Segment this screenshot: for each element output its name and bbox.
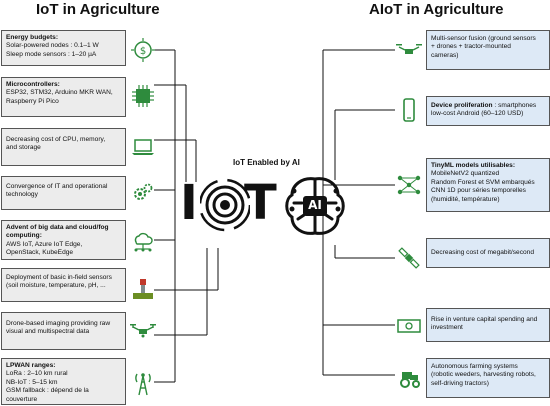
box-title: Device proliferation	[431, 102, 493, 109]
box-title: Advent of big data and cloud/fog computi…	[6, 224, 109, 240]
radio-tower-icon	[135, 373, 151, 396]
iot-logo-text: I	[180, 175, 226, 231]
box-text: : smartphones low-cost Android (60–120 U…	[431, 102, 537, 118]
box-microcontrollers: Microcontrollers: ESP32, STM32, Arduino …	[1, 77, 126, 117]
box-title: LPWAN ranges	[6, 362, 54, 369]
iot-logo-t: T	[244, 175, 277, 231]
box-text: AWS IoT, Azure IoT Edge, OpenStack, Kube…	[6, 240, 83, 257]
satellite-icon	[398, 247, 420, 269]
iot-logo: I T	[180, 175, 277, 235]
box-device-proliferation: Device proliferation : smartphones low-c…	[426, 96, 550, 126]
box-tinyml-models: TinyML models utilisables: MobileNetV2 q…	[426, 158, 550, 212]
box-text: Drone-based imaging providing raw visual…	[6, 320, 111, 336]
gears-icon	[134, 183, 153, 200]
money-icon	[397, 319, 421, 333]
right-title: AIoT in Agriculture	[369, 1, 504, 18]
ai-logo-text: AI	[308, 198, 322, 212]
box-text: Multi-sensor fusion (ground sensors + dr…	[431, 35, 536, 59]
field-sensor-icon	[133, 279, 153, 299]
box-text: Deployment of basic in-field sensors (so…	[6, 274, 112, 290]
box-it-ot-convergence: Convergence of IT and operational techno…	[1, 176, 126, 210]
center-label: IoT Enabled by AI	[233, 158, 300, 167]
box-lpwan-ranges: LPWAN ranges: LoRa : 2–10 km rural NB-Io…	[1, 358, 126, 405]
box-autonomous-farming: Autonomous farming systems (robotic weed…	[426, 358, 550, 398]
box-text: Autonomous farming systems (robotic weed…	[431, 363, 536, 387]
wifi-circle-icon	[200, 178, 250, 232]
left-title: IoT in Agriculture	[36, 1, 160, 18]
box-megabit-cost: Decreasing cost of megabit/second	[426, 238, 550, 268]
box-text: Decreasing cost of megabit/second	[431, 249, 534, 256]
brain-circuit-icon	[285, 177, 345, 235]
box-field-sensors: Deployment of basic in-field sensors (so…	[1, 268, 126, 302]
box-text: Convergence of IT and operational techno…	[6, 183, 108, 199]
box-multi-sensor-fusion: Multi-sensor fusion (ground sensors + dr…	[426, 30, 550, 70]
box-text: ESP32, STM32, Arduino MKR WAN, Raspberry…	[6, 89, 113, 105]
box-cpu-cost: Decreasing cost of CPU, memory, and stor…	[1, 128, 126, 166]
laptop-icon	[132, 139, 154, 155]
box-text: MobileNetV2 quantized Random Forest et S…	[431, 170, 535, 203]
box-big-data-cloud: Advent of big data and cloud/fog computi…	[1, 220, 126, 260]
tractor-icon	[400, 372, 420, 388]
box-energy-budgets: Energy budgets: Solar-powered nodes : 0.…	[1, 30, 126, 66]
solar-energy-icon: $	[131, 38, 155, 62]
neural-network-icon	[397, 175, 421, 195]
box-drone-imaging: Drone-based imaging providing raw visual…	[1, 312, 126, 350]
box-text: LoRa : 2–10 km rural NB-IoT : 5–15 km GS…	[6, 370, 89, 403]
box-venture-capital: Rise in venture capital spending and inv…	[426, 308, 550, 342]
box-text: Decreasing cost of CPU, memory, and stor…	[6, 136, 106, 152]
ai-brain-logo: AI	[282, 175, 348, 237]
drone-icon	[130, 324, 156, 338]
box-text: Solar-powered nodes : 0.1–1 W Sleep mode…	[6, 42, 99, 58]
smartphone-icon	[403, 98, 415, 122]
box-title: Microcontrollers	[6, 81, 58, 88]
microchip-icon	[132, 85, 154, 107]
svg-text:$: $	[140, 46, 146, 57]
cloud-network-icon	[134, 232, 153, 252]
box-title: Energy budgets	[6, 34, 56, 41]
box-title: TinyML models utilisables	[431, 162, 513, 169]
drone-icon	[396, 44, 422, 54]
box-text: Rise in venture capital spending and inv…	[431, 316, 538, 332]
